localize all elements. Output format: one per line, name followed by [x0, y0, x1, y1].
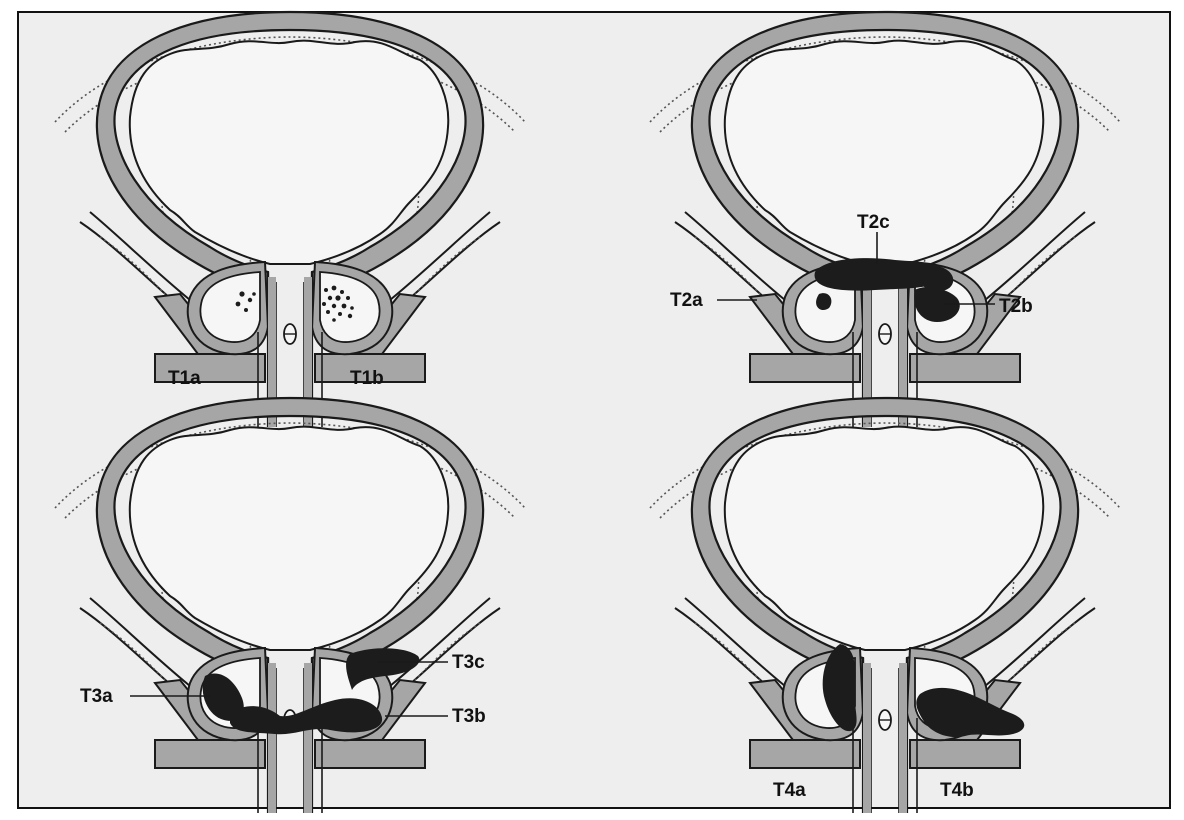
label-t3a: T3a: [80, 686, 113, 707]
label-t1a: T1a: [168, 368, 201, 389]
label-t2b: T2b: [999, 296, 1033, 317]
label-t1b: T1b: [350, 368, 384, 389]
label-t4a: T4a: [773, 780, 806, 801]
label-t4b: T4b: [940, 780, 974, 801]
label-t2c: T2c: [857, 212, 890, 233]
label-t2a: T2a: [670, 290, 703, 311]
label-t3b: T3b: [452, 706, 486, 727]
label-t3c: T3c: [452, 652, 485, 673]
